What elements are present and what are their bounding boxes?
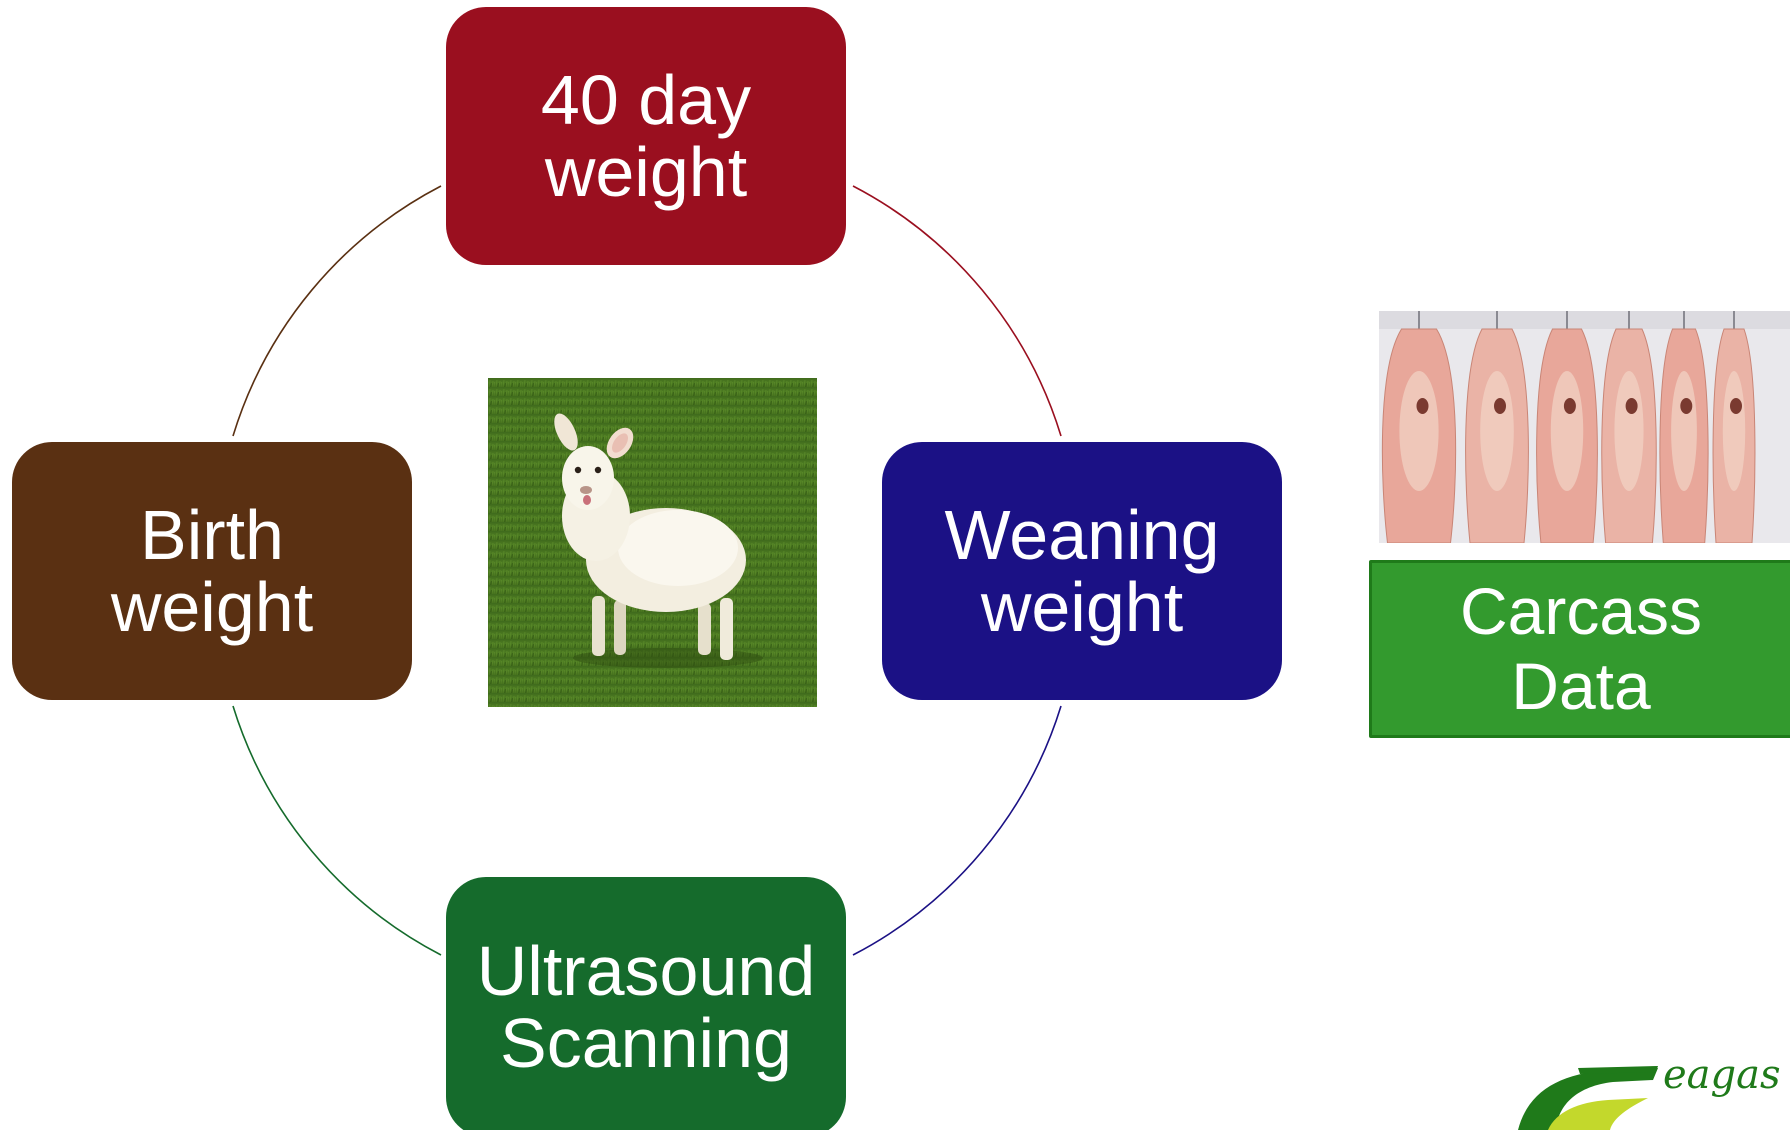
node-ultrasound-scanning-line-1: Ultrasound [477,935,816,1007]
node-birth-weight-line-2: weight [111,571,313,643]
carcass-cut [1494,398,1506,414]
carcass-data-line-2: Data [1511,649,1650,724]
node-40-day-weight-line-2: weight [545,136,747,208]
carcass-data-line-1: Carcass [1460,574,1702,649]
logo-wordmark: eagas [1663,1052,1781,1098]
carcass-photo [1379,311,1790,543]
node-weaning-weight-line-1: Weaning [944,499,1219,571]
teagasc-logo: eagas [1518,1052,1790,1130]
carcass-cut [1626,398,1638,414]
lamb-photo [488,378,817,707]
carcass-fat [1614,371,1643,491]
connector-top-right [853,186,1061,436]
carcass-cut [1417,398,1429,414]
carcass-fat [1551,371,1583,491]
carcass-group [1382,311,1755,543]
connector-left-top [233,186,441,436]
carcass-data-box: Carcass Data [1369,560,1790,738]
node-40-day-weight: 40 day weight [446,7,846,265]
node-weaning-weight: Weaning weight [882,442,1282,700]
node-ultrasound-scanning-line-2: Scanning [500,1007,792,1079]
node-ultrasound-scanning: Ultrasound Scanning [446,877,846,1130]
carcass-fat [1480,371,1514,491]
carcass-fat [1671,371,1697,491]
node-weaning-weight-line-2: weight [981,571,1183,643]
carcass-cut [1564,398,1576,414]
node-40-day-weight-line-1: 40 day [541,64,751,136]
connector-right-bottom [853,706,1061,955]
node-birth-weight-line-1: Birth [140,499,284,571]
carcass-cut [1730,398,1742,414]
carcass-fat [1399,371,1438,491]
carcass-cut [1680,398,1692,414]
carcass-fat [1723,371,1745,491]
node-birth-weight: Birth weight [12,442,412,700]
connector-bottom-left [233,706,441,955]
